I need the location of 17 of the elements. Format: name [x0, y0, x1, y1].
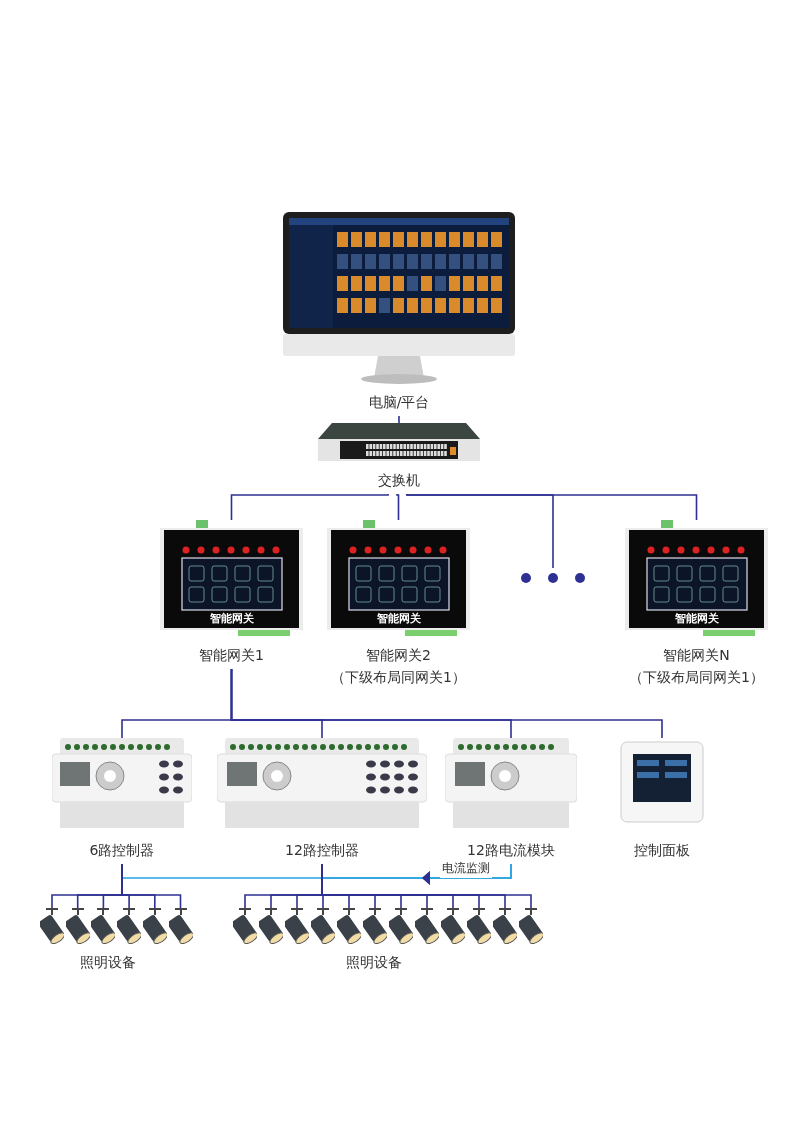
node-label: （下级布局同网关1） — [330, 668, 467, 687]
device-label: 智能网关 — [375, 612, 422, 626]
node-label: 控制面板 — [633, 841, 691, 860]
node-label: 12路电流模块 — [466, 841, 556, 860]
edge-label: 电流监测 — [440, 858, 492, 878]
node-label: 12路控制器 — [284, 841, 360, 860]
node-label: （下级布局同网关1） — [628, 668, 765, 687]
node-label: 智能网关2 — [365, 646, 432, 665]
group-label: 照明设备 — [80, 953, 136, 972]
node-label: 交换机 — [377, 471, 421, 490]
node-label: 6路控制器 — [88, 841, 156, 860]
device-label: 智能网关 — [208, 612, 255, 626]
node-label: 智能网关1 — [198, 646, 265, 665]
group-label: 照明设备 — [346, 953, 402, 972]
node-label: 智能网关N — [662, 646, 731, 665]
device-label: 智能网关 — [673, 612, 720, 626]
node-label: 电脑/平台 — [367, 393, 431, 412]
